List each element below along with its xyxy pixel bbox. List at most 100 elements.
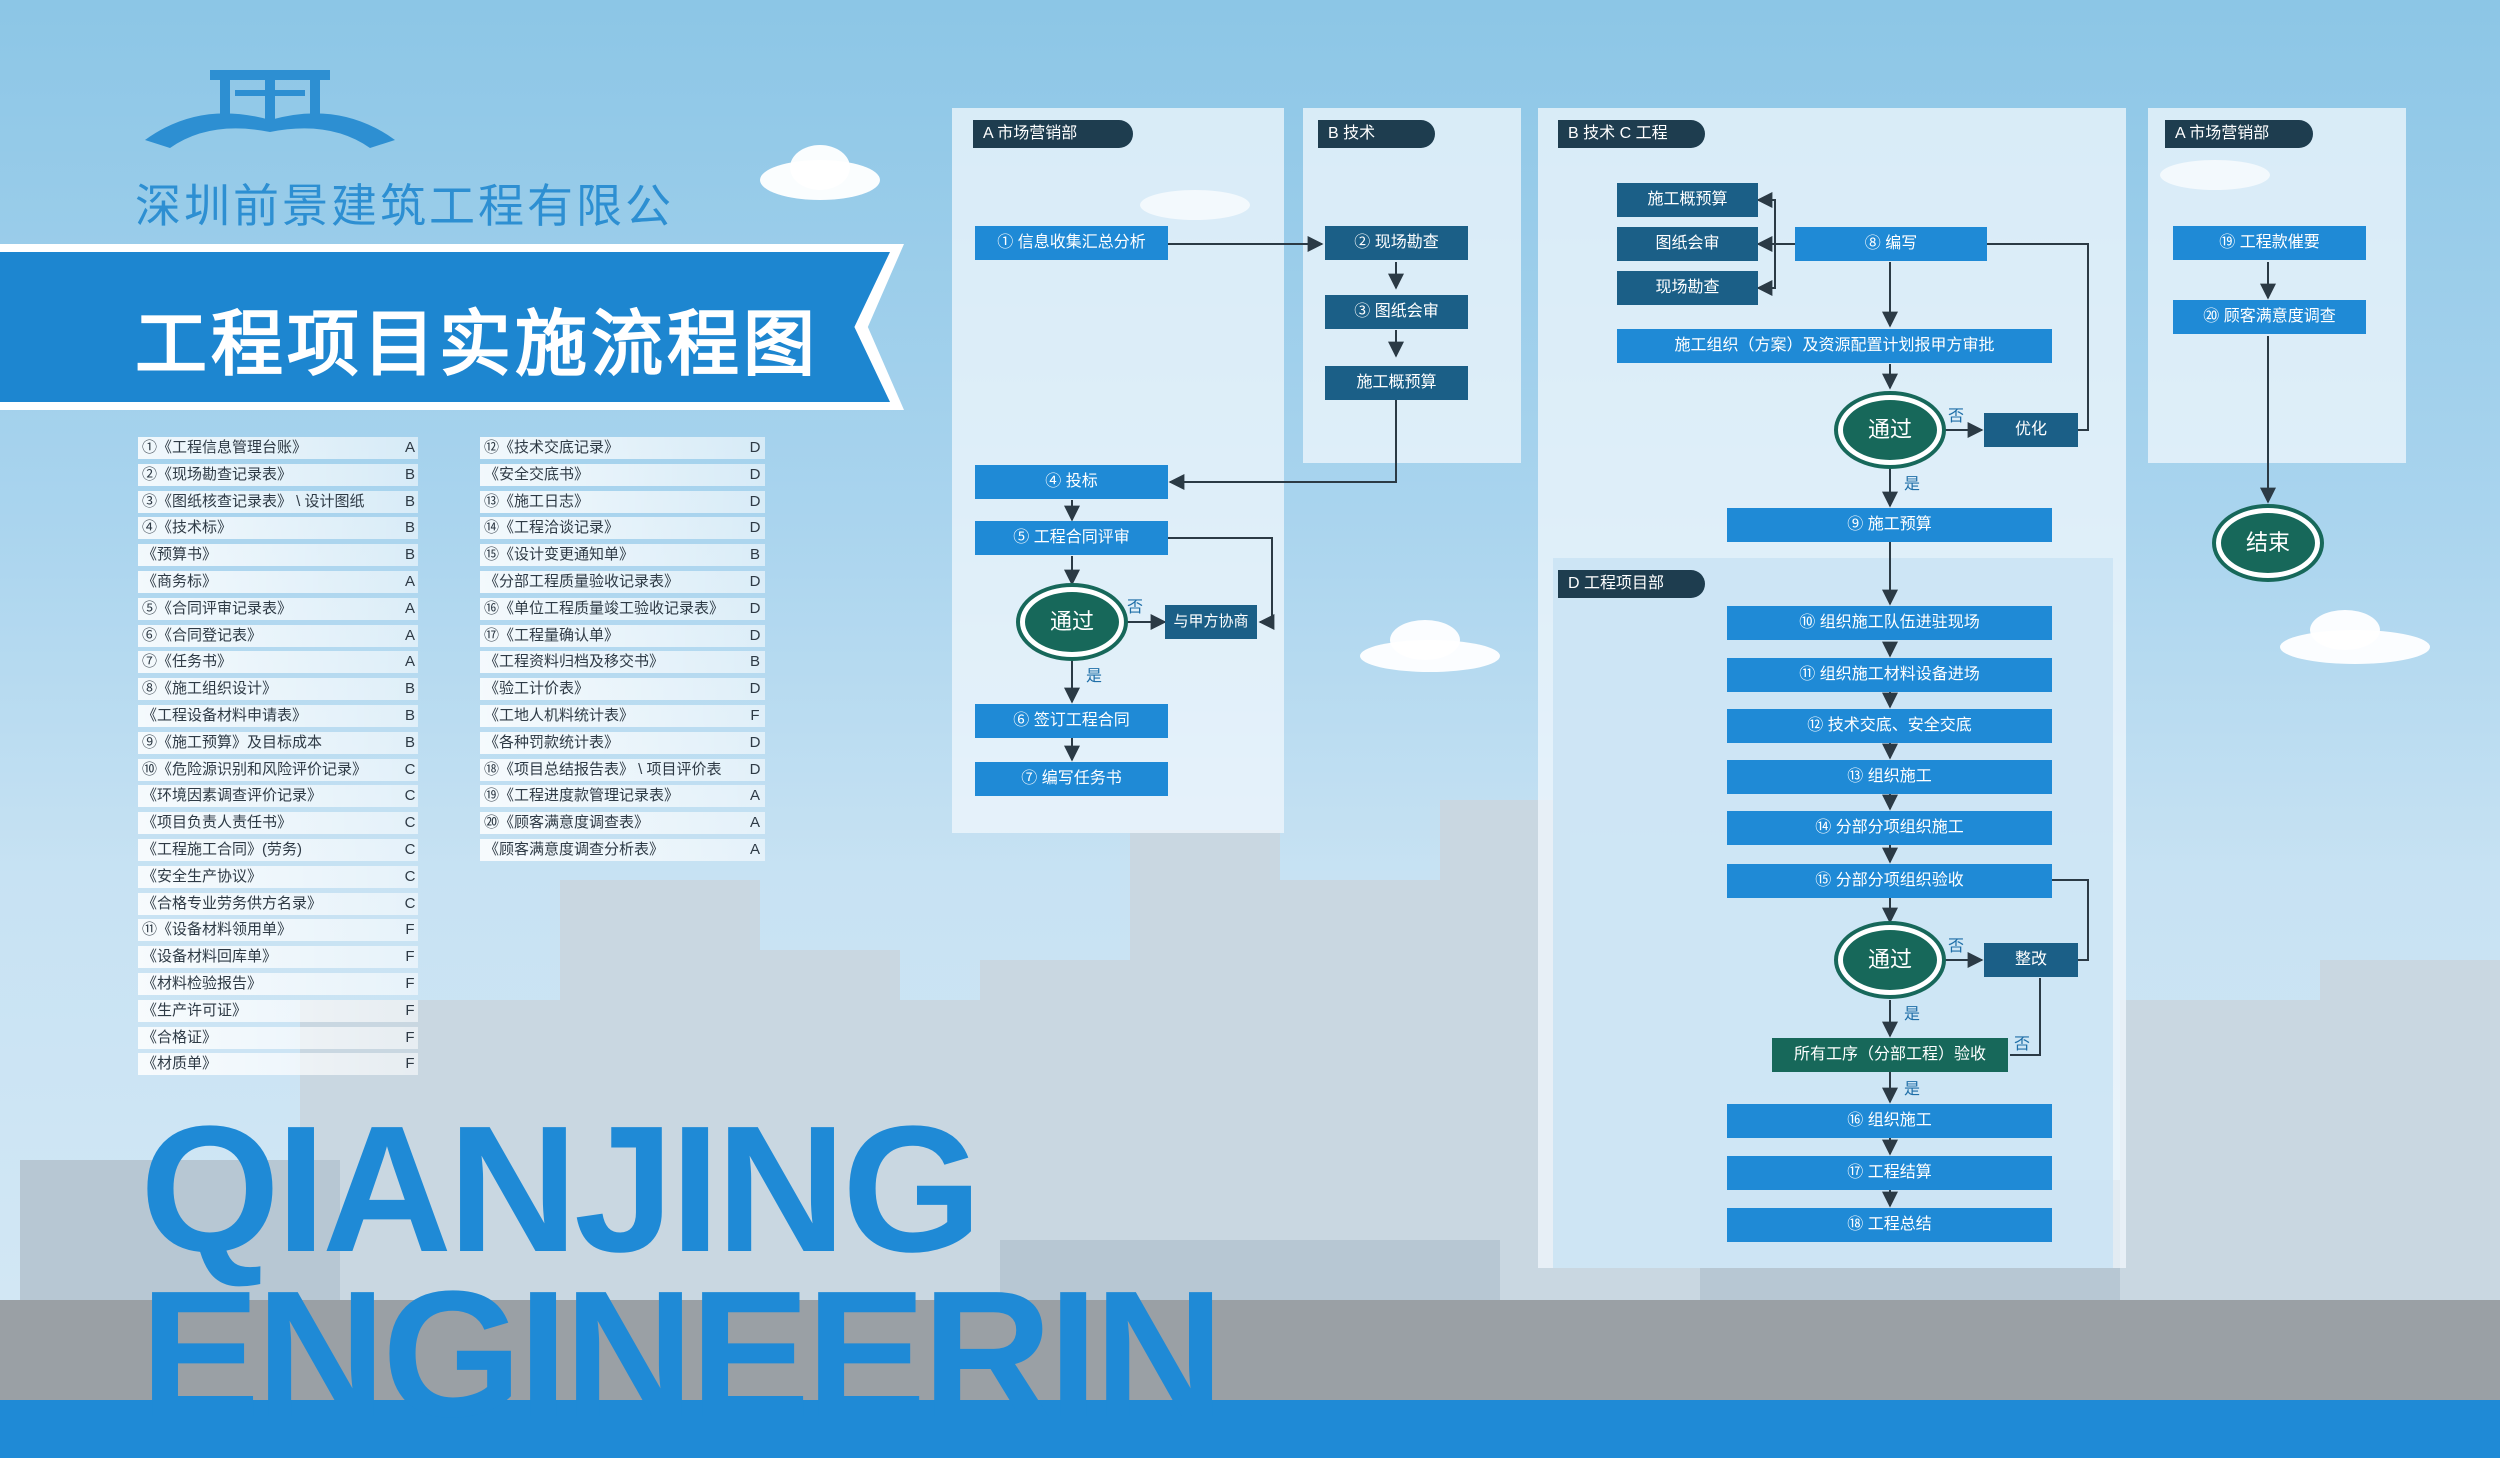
label-no-2: 否 (1948, 408, 1965, 425)
doc-right-code: B (749, 653, 760, 671)
doc-right-item: 《分部工程质量验收记录表》 (480, 571, 765, 593)
doc-left-item: 《商务标》 (138, 571, 418, 593)
doc-left-item: 《设备材料回库单》 (138, 946, 418, 969)
node-rectify: 整改 (1984, 943, 2078, 977)
doc-right-code: D (749, 599, 761, 617)
doc-right-code: D (749, 626, 761, 644)
doc-left-item: ②《现场勘查记录表》 (138, 463, 418, 486)
node-info-collection: ① 信息收集汇总分析 (975, 226, 1168, 260)
doc-left-code: F (405, 975, 415, 992)
doc-left-code: B (404, 519, 415, 537)
label-yes-4: 是 (1904, 1081, 1921, 1098)
doc-left-code: B (404, 546, 415, 564)
doc-right-code: A (749, 814, 760, 832)
doc-left-item: 《预算书》 (138, 544, 418, 567)
brand-english-line2: ENGINEERIN (140, 1254, 1224, 1455)
doc-left-item: 《环境因素调查评价记录》 (138, 785, 418, 808)
node-sub-accept: ⑮ 分部分项组织验收 (1727, 864, 2052, 898)
doc-left-code: B (404, 465, 415, 483)
doc-left-code: F (405, 948, 415, 966)
node-sign-contract: ⑥ 签订工程合同 (975, 704, 1168, 738)
page-title: 工程项目实施流程图 (135, 305, 820, 385)
doc-left-code: A (404, 439, 415, 456)
tag-tech-eng: B 技术 C 工程 (1558, 120, 1705, 148)
doc-right-code: F (750, 707, 760, 724)
node-write: ⑧ 编写 (1795, 227, 1987, 261)
doc-left-code: B (404, 680, 415, 698)
tag-tech: B 技术 (1318, 120, 1435, 148)
label-no-3: 否 (1948, 938, 1965, 955)
doc-left-item: 《材质单》 (138, 1053, 418, 1076)
tag-market: A 市场营销部 (973, 120, 1133, 148)
doc-right-item: 《工程资料归档及移交书》 (480, 651, 765, 674)
doc-right-item: ⑫《技术交底记录》 (480, 437, 765, 459)
node-drawing-review: ③ 图纸会审 (1325, 295, 1468, 329)
doc-left-item: 《合格证》 (138, 1026, 418, 1049)
panel-market2 (2148, 108, 2406, 463)
doc-left-code: F (405, 1028, 415, 1046)
tag-market2: A 市场营销部 (2165, 120, 2313, 148)
doc-right-item: ⑮《设计变更通知单》 (480, 544, 765, 567)
doc-left-item: 《工程设备材料申请表》 (138, 705, 418, 727)
doc-left-code: F (405, 1055, 415, 1073)
brand-english-line1: QIANJING (140, 1089, 982, 1290)
doc-right-code: D (749, 519, 761, 537)
doc-left-code: A (404, 599, 415, 617)
node-bid: ④ 投标 (975, 465, 1168, 499)
title-banner (0, 252, 890, 402)
node-organize: ⑬ 组织施工 (1727, 760, 2052, 794)
node-negotiate: 与甲方协商 (1165, 605, 1257, 639)
decision-contract-pass: 通过 (1016, 583, 1128, 661)
doc-right-item: 《安全交底书》 (480, 463, 765, 486)
doc-left-item: ⑧《施工组织设计》 (138, 678, 418, 701)
doc-left-code: C (404, 787, 416, 805)
node-write-task: ⑦ 编写任务书 (975, 762, 1168, 796)
doc-right-code: D (749, 439, 761, 456)
tag-project: D 工程项目部 (1558, 570, 1705, 598)
node-construction-budget: ⑨ 施工预算 (1727, 508, 2052, 542)
doc-left-item: ①《工程信息管理台账》 (138, 437, 418, 459)
doc-left-code: C (404, 814, 416, 832)
end-node: 结束 (2212, 504, 2324, 582)
decision-plan-pass: 通过 (1834, 391, 1946, 469)
node-organize-2: ⑯ 组织施工 (1727, 1104, 2052, 1138)
node-c3-budget: 施工概预算 (1617, 183, 1758, 217)
node-team-enter: ⑩ 组织施工队伍进驻现场 (1727, 606, 2052, 640)
node-material-enter: ⑪ 组织施工材料设备进场 (1727, 658, 2052, 692)
node-c3-drawing: 图纸会审 (1617, 227, 1758, 261)
doc-right-item: 《验工计价表》 (480, 678, 765, 701)
doc-left-item: 《合格专业劳务供方名录》 (138, 892, 418, 915)
doc-left-code: C (404, 894, 416, 912)
doc-left-item: ⑩《危险源识别和风险评价记录》 (138, 758, 418, 781)
doc-left-item: 《材料检验报告》 (138, 973, 418, 995)
doc-left-code: B (404, 707, 415, 724)
node-satisfaction-survey: ⑳ 顾客满意度调查 (2173, 300, 2366, 334)
label-no-1: 否 (1127, 599, 1144, 616)
doc-right-code: A (749, 787, 760, 805)
doc-right-code: D (749, 573, 761, 590)
node-summary: ⑱ 工程总结 (1727, 1208, 2052, 1242)
node-contract-review: ⑤ 工程合同评审 (975, 521, 1168, 555)
doc-left-item: 《生产许可证》 (138, 999, 418, 1022)
node-c3-survey: 现场勘查 (1617, 271, 1758, 305)
doc-left-code: C (404, 867, 416, 885)
doc-right-item: ⑬《施工日志》 (480, 490, 765, 513)
doc-right-item: ⑱《项目总结报告表》 \ 项目评价表 (480, 758, 765, 781)
label-no-4: 否 (2014, 1036, 2031, 1053)
doc-left-code: B (404, 733, 415, 751)
doc-left-item: 《安全生产协议》 (138, 865, 418, 888)
company-name: 深圳前景建筑工程有限公司 (135, 180, 674, 298)
doc-left-item: ⑪《设备材料领用单》 (138, 919, 418, 942)
doc-left-code: F (405, 921, 415, 939)
node-plan-approval: 施工组织（方案）及资源配置计划报甲方审批 (1617, 329, 2052, 363)
label-yes-2: 是 (1904, 476, 1921, 493)
node-site-survey: ② 现场勘查 (1325, 226, 1468, 260)
doc-right-item: ⑲《工程进度款管理记录表》 (480, 785, 765, 808)
doc-right-item: ⑭《工程洽谈记录》 (480, 517, 765, 540)
node-settlement: ⑰ 工程结算 (1727, 1156, 2052, 1190)
doc-right-code: D (749, 733, 761, 751)
decision-accept-pass: 通过 (1834, 921, 1946, 999)
doc-left-code: A (404, 653, 415, 671)
doc-right-code: D (749, 680, 761, 698)
doc-right-code: D (749, 465, 761, 483)
